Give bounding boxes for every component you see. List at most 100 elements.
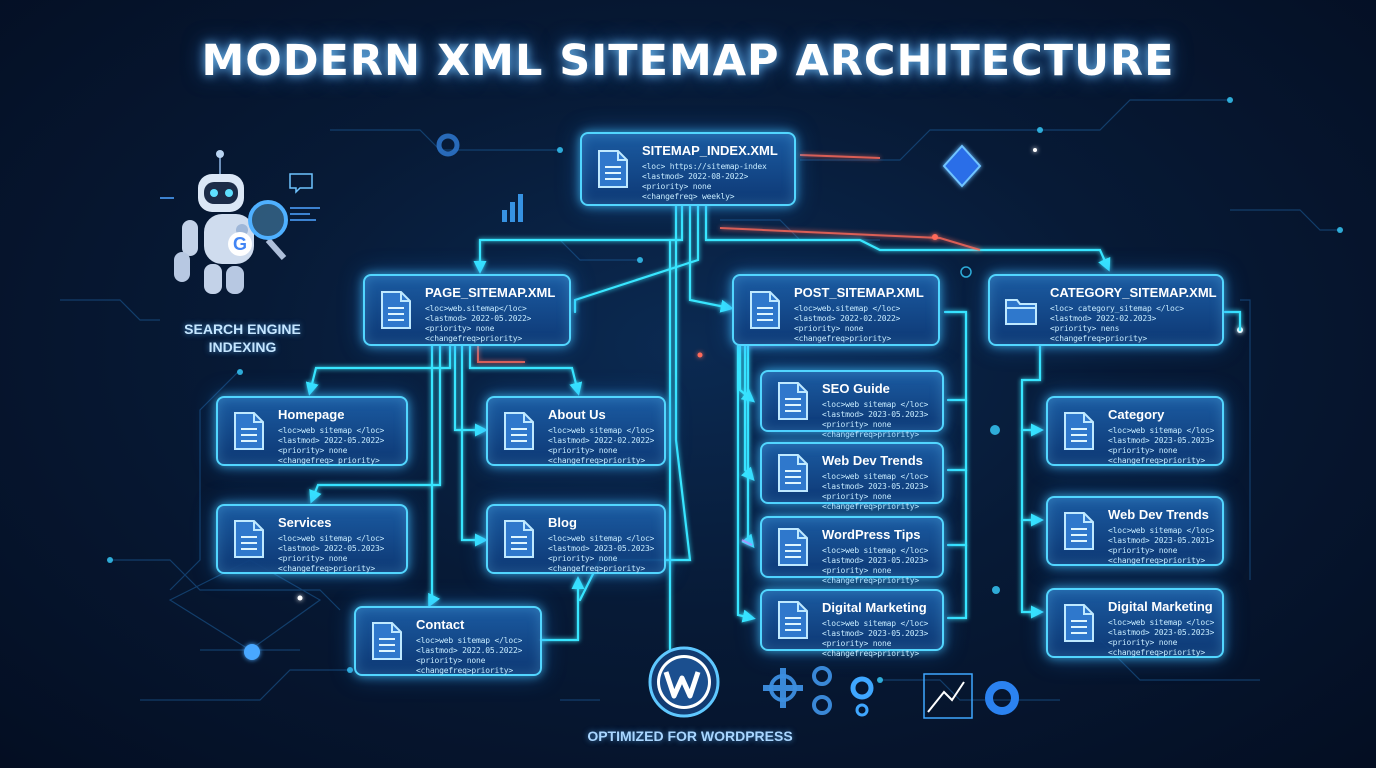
folder-icon	[1004, 290, 1038, 330]
node-xml-line: <priority> none	[278, 554, 348, 563]
contact-node[interactable]: Contact<loc>web sitemap </loc><lastmod> …	[354, 606, 542, 676]
node-xml-line: <changefreq>priority>	[822, 576, 919, 585]
node-xml-line: <priority> none	[822, 639, 892, 648]
google-badge: G	[228, 232, 252, 256]
node-xml-line: <loc>web sitemap </loc>	[278, 426, 385, 435]
node-xml-line: <lastmod> 2022-02.2022>	[794, 314, 901, 323]
document-icon	[502, 519, 536, 559]
blog-node[interactable]: Blog<loc>web sitemap </loc><lastmod> 202…	[486, 504, 666, 574]
node-title: About Us	[548, 407, 606, 422]
node-xml-line: <changefreq>priority>	[548, 456, 645, 465]
node-title: Blog	[548, 515, 577, 530]
node-xml-line: <priority> none	[822, 420, 892, 429]
node-title: SITEMAP_INDEX.XML	[642, 143, 778, 158]
document-icon	[776, 381, 810, 421]
node-xml-line: <priority> none	[278, 446, 348, 455]
node-title: Category	[1108, 407, 1165, 422]
node-xml-line: <lastmod> 2022.05.2022>	[416, 646, 523, 655]
node-xml-line: <loc>web sitemap </loc>	[278, 534, 385, 543]
node-xml-line: <lastmod> 2022-02.2022>	[548, 436, 655, 445]
document-icon	[232, 411, 266, 451]
node-xml-line: <lastmod> 2022-05.2022>	[425, 314, 532, 323]
node-xml-line: <changefreq>priority>	[278, 564, 375, 573]
node-title: Web Dev Trends	[822, 453, 923, 468]
robot-label: SEARCH ENGINE INDEXING	[160, 320, 325, 356]
node-xml-line: <changefreq>priority>	[822, 430, 919, 439]
node-xml-line: <priority> none	[1108, 546, 1178, 555]
node-title: PAGE_SITEMAP.XML	[425, 285, 556, 300]
node-xml-line: <loc> https://sitemap-index	[642, 162, 767, 171]
node-xml-line: <changefreq>priority>	[1108, 648, 1205, 657]
node-xml-line: <priority> none	[794, 324, 864, 333]
node-xml-line: <changefreq>priority>	[1108, 556, 1205, 565]
node-xml-line: <lastmod> 2023-05.2023>	[822, 482, 929, 491]
document-icon	[776, 600, 810, 640]
node-xml-line: <loc>web.sitemap </loc>	[794, 304, 901, 313]
wordpress-tips-node[interactable]: WordPress Tips<loc>web sitemap </loc><la…	[760, 516, 944, 585]
node-xml-line: <lastmod> 2022-08-2022>	[642, 172, 749, 181]
node-xml-line: <priority> none	[822, 566, 892, 575]
node-xml-line: <priority> none	[822, 492, 892, 501]
node-xml-line: <loc>web sitemap </loc>	[548, 534, 655, 543]
node-xml-line: <loc>web sitemap </loc>	[822, 400, 929, 409]
web-dev-trends-node[interactable]: Web Dev Trends <loc>web sitemap </loc><la…	[760, 442, 944, 511]
page-sitemap-node[interactable]: PAGE_SITEMAP.XML<loc>web.sitemap</loc><l…	[363, 274, 571, 346]
node-xml-line: <loc> category_sitemap </loc>	[1050, 304, 1184, 313]
category-node[interactable]: Category <loc>web sitemap </loc><lastmod>…	[1046, 396, 1224, 466]
node-xml-line: <lastmod> 2022-05.2023>	[278, 544, 385, 553]
node-title: Services	[278, 515, 332, 530]
node-xml-line: <changefreq>priority>	[1050, 334, 1147, 343]
node-xml-line: <lastmod> 2023-05.2023>	[1108, 628, 1215, 637]
node-xml-line: <changefreq>priority>	[794, 334, 891, 343]
category-sitemap-node[interactable]: CATEGORY_SITEMAP.XML <loc> category_sitem…	[988, 274, 1224, 346]
document-icon	[596, 149, 630, 189]
node-xml-line: <loc>web sitemap </loc>	[822, 472, 929, 481]
node-title: Homepage	[278, 407, 345, 422]
post-sitemap-node[interactable]: POST_SITEMAP.XML<loc>web.sitemap </loc><…	[732, 274, 940, 346]
digital-marketing-node[interactable]: Digital Marketing<loc>web sitemap </loc>…	[760, 589, 944, 658]
node-xml-line: <priority> none	[425, 324, 495, 333]
node-xml-line: <changefreq>priority>	[822, 649, 919, 658]
node-title: Digital Marketing	[822, 600, 927, 615]
about-us-node[interactable]: About Us <loc>web sitemap </loc><lastmod>…	[486, 396, 666, 466]
node-title: Contact	[416, 617, 465, 632]
node-xml-line: <changefreq> priority>	[278, 456, 380, 465]
node-xml-line: <changefreq>priority>	[548, 564, 645, 573]
node-xml-line: <priority> none	[416, 656, 486, 665]
node-title: CATEGORY_SITEMAP.XML	[1050, 285, 1217, 300]
node-xml-line: <loc>web sitemap </loc>	[1108, 526, 1215, 535]
wordpress-logo-icon	[648, 646, 720, 718]
node-xml-line: <lastmod> 2022-02.2023>	[1050, 314, 1157, 323]
node-xml-line: <priority> none	[548, 554, 618, 563]
homepage-node[interactable]: Homepage <loc>web sitemap </loc><lastmod>…	[216, 396, 408, 466]
robot-icon	[160, 150, 320, 294]
node-xml-line: <loc>web sitemap </loc>	[548, 426, 655, 435]
category-digital-marketing-node[interactable]: Digital Marketing<loc>web sitemap </loc>…	[1046, 588, 1224, 658]
category-web-dev-trends-node[interactable]: Web Dev Trends<loc>web sitemap </loc><la…	[1046, 496, 1224, 566]
document-icon	[232, 519, 266, 559]
node-xml-line: <changefreq>priority>	[425, 334, 522, 343]
node-xml-line: <loc>web sitemap </loc>	[822, 546, 929, 555]
sitemap-index-node[interactable]: SITEMAP_INDEX.XML <loc> https://sitemap-i…	[580, 132, 796, 206]
services-node[interactable]: Services <loc>web sitemap </loc><lastmod>…	[216, 504, 408, 574]
node-title: WordPress Tips	[822, 527, 921, 542]
node-xml-line: <loc>web sitemap </loc>	[1108, 426, 1215, 435]
node-xml-line: <changefreq> weekly>	[642, 192, 735, 201]
node-xml-line: <changefreq>priority>	[822, 502, 919, 511]
node-xml-line: <lastmod> 2023-05.2021>	[1108, 536, 1215, 545]
node-xml-line: <priority> nens	[1050, 324, 1120, 333]
node-xml-line: <lastmod> 2023-05.2023>	[1108, 436, 1215, 445]
page-title: MODERN XML SITEMAP ARCHITECTURE	[201, 36, 1175, 86]
node-xml-line: <lastmod> 2022-05.2022>	[278, 436, 385, 445]
seo-guide-node[interactable]: SEO Guide<loc>web sitemap </loc><lastmod…	[760, 370, 944, 439]
document-icon	[379, 290, 413, 330]
node-xml-line: <priority> none	[548, 446, 618, 455]
document-icon	[370, 621, 404, 661]
node-xml-line: <loc>web sitemap </loc>	[1108, 618, 1215, 627]
robot-label-line1: SEARCH ENGINE	[184, 321, 301, 337]
document-icon	[1062, 511, 1096, 551]
document-icon	[1062, 603, 1096, 643]
node-xml-line: <priority> none	[642, 182, 712, 191]
node-xml-line: <priority> none	[1108, 446, 1178, 455]
